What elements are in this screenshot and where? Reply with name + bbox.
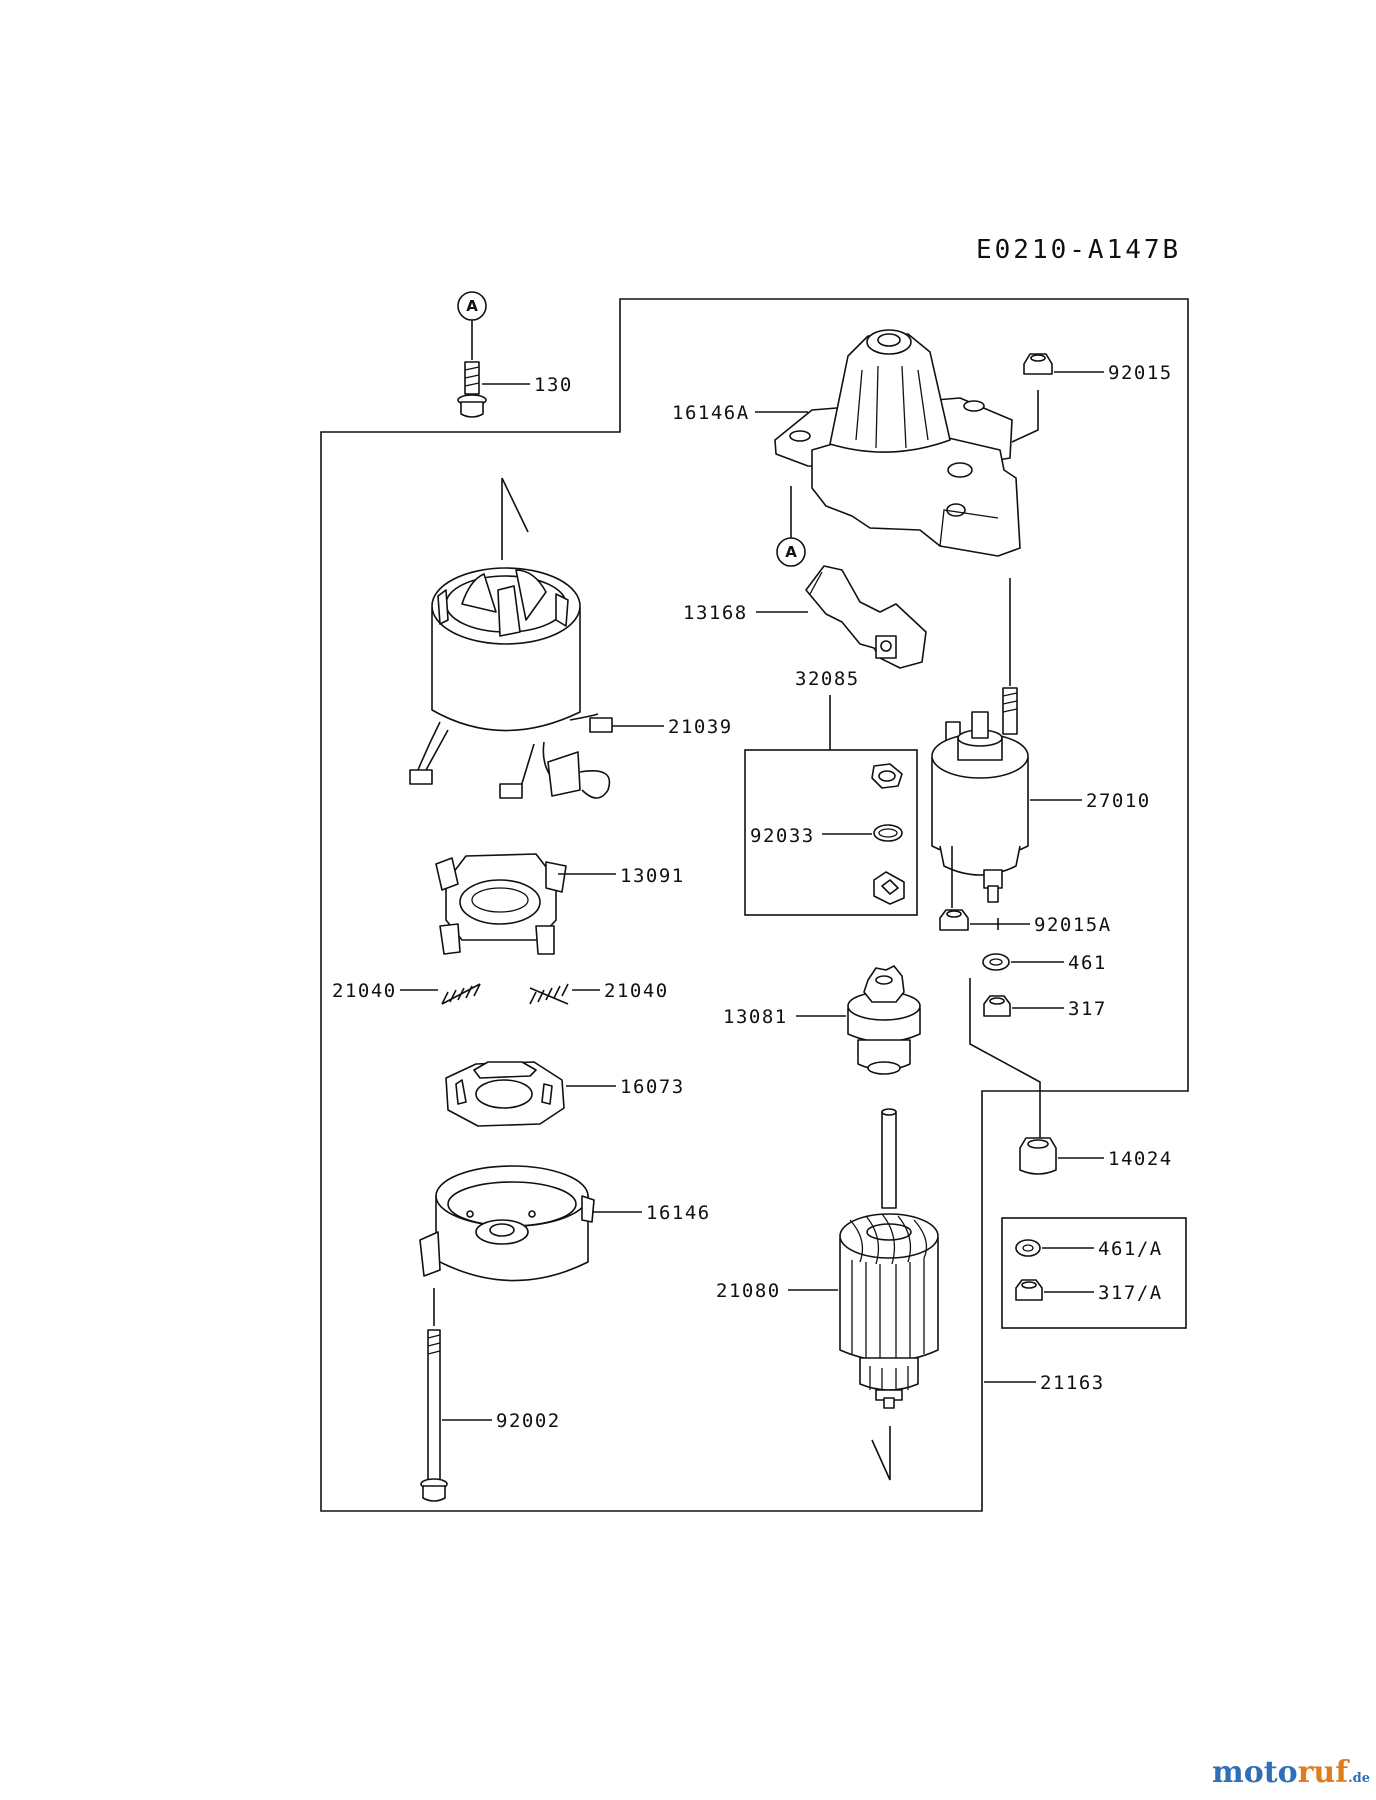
watermark-main: moto xyxy=(1211,1755,1298,1790)
label-13091: 13091 xyxy=(620,865,685,887)
label-32085: 32085 xyxy=(795,668,860,690)
part-16146A-front-bracket xyxy=(774,329,1021,557)
part-461A-washer xyxy=(1015,1239,1041,1257)
kit-nut-box xyxy=(1001,1217,1187,1329)
part-130-bolt xyxy=(457,361,487,418)
part-16073-plate xyxy=(445,1061,565,1127)
label-92033: 92033 xyxy=(750,825,815,847)
label-461A: 461/A xyxy=(1098,1238,1163,1260)
part-92033-ring xyxy=(873,824,903,842)
label-130: 130 xyxy=(534,374,573,396)
assembly-outline xyxy=(320,298,1189,1512)
part-21040-spring-right xyxy=(529,983,569,1005)
label-317: 317 xyxy=(1068,998,1107,1020)
part-14024-nut xyxy=(1019,1137,1057,1175)
label-27010: 27010 xyxy=(1086,790,1151,812)
part-21040-spring-left xyxy=(441,983,481,1005)
axis-14024 xyxy=(969,978,1041,1140)
part-13091-brush-holder xyxy=(435,853,567,955)
part-92033-ring-lower xyxy=(873,871,905,905)
marker-a-lower: A xyxy=(776,486,806,567)
kit-32085-box xyxy=(744,749,918,916)
axis-92015-stud xyxy=(1011,390,1039,443)
label-13081: 13081 xyxy=(723,1006,788,1028)
part-21080-armature xyxy=(839,1108,939,1409)
watermark-suffix: .de xyxy=(1348,1771,1370,1786)
label-16146: 16146 xyxy=(646,1202,711,1224)
part-92033-ring-upper xyxy=(871,763,903,789)
marker-a-lower-text: A xyxy=(785,543,797,561)
part-317-nut xyxy=(983,995,1011,1017)
label-21040-right: 21040 xyxy=(604,980,669,1002)
part-92015-nut xyxy=(1023,353,1053,375)
watermark-logo: motoruf.de xyxy=(1212,1755,1370,1790)
part-27010-solenoid xyxy=(931,578,1029,903)
label-21040-left: 21040 xyxy=(332,980,397,1002)
label-16073: 16073 xyxy=(620,1076,685,1098)
part-16146-rear-cover xyxy=(419,1165,595,1282)
marker-a-top: A xyxy=(457,291,487,360)
part-13168-shift-lever xyxy=(805,565,927,669)
label-13168: 13168 xyxy=(683,602,748,624)
label-14024: 14024 xyxy=(1108,1148,1173,1170)
part-yoke-field-coil xyxy=(431,477,581,732)
label-92015A: 92015A xyxy=(1034,914,1112,936)
label-21039: 21039 xyxy=(668,716,733,738)
part-92002-through-bolt xyxy=(420,1329,448,1502)
label-317A: 317/A xyxy=(1098,1282,1163,1304)
label-21080: 21080 xyxy=(716,1280,781,1302)
label-92002: 92002 xyxy=(496,1410,561,1432)
part-13081-pinion xyxy=(847,965,921,1075)
part-317A-nut xyxy=(1015,1279,1043,1301)
part-461-washer xyxy=(982,953,1010,971)
label-21163: 21163 xyxy=(1040,1372,1105,1394)
part-92015A-nut xyxy=(939,909,969,931)
part-21039-brush-leads xyxy=(409,713,613,799)
label-16146A: 16146A xyxy=(672,402,750,424)
diagram-code: E0210-A147B xyxy=(976,235,1181,265)
label-461: 461 xyxy=(1068,952,1107,974)
label-92015: 92015 xyxy=(1108,362,1173,384)
armature-axis-break xyxy=(871,1426,891,1481)
watermark-accent: ruf xyxy=(1297,1755,1349,1790)
marker-a-top-text: A xyxy=(466,297,478,315)
